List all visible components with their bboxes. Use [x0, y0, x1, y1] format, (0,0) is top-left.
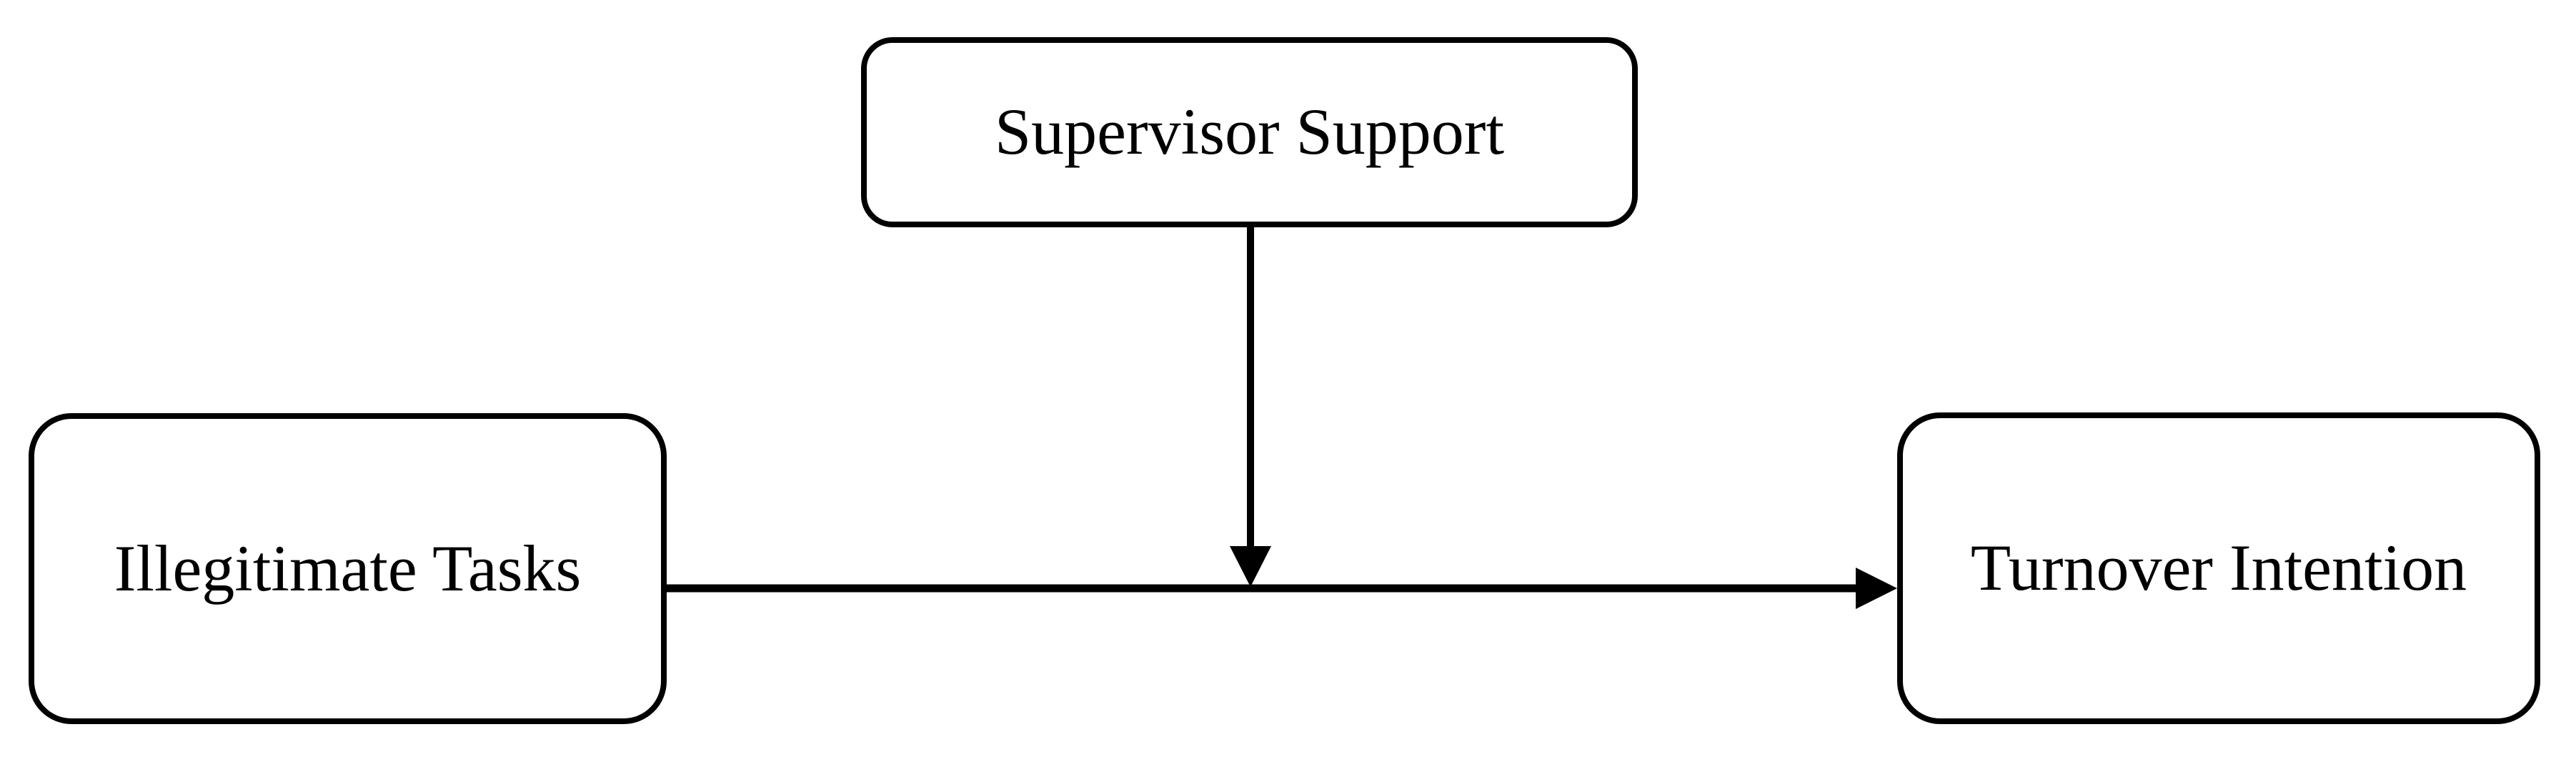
node-supervisor-support-label: Supervisor Support [995, 95, 1504, 169]
moderation-arrowhead-icon [1230, 546, 1271, 587]
direct-effect-arrowhead-icon [1856, 568, 1897, 609]
node-illegitimate-tasks: Illegitimate Tasks [29, 413, 667, 724]
node-turnover-intention-label: Turnover Intention [1970, 531, 2467, 605]
node-illegitimate-tasks-label: Illegitimate Tasks [114, 531, 582, 605]
node-supervisor-support: Supervisor Support [861, 37, 1638, 227]
node-turnover-intention: Turnover Intention [1897, 412, 2540, 724]
